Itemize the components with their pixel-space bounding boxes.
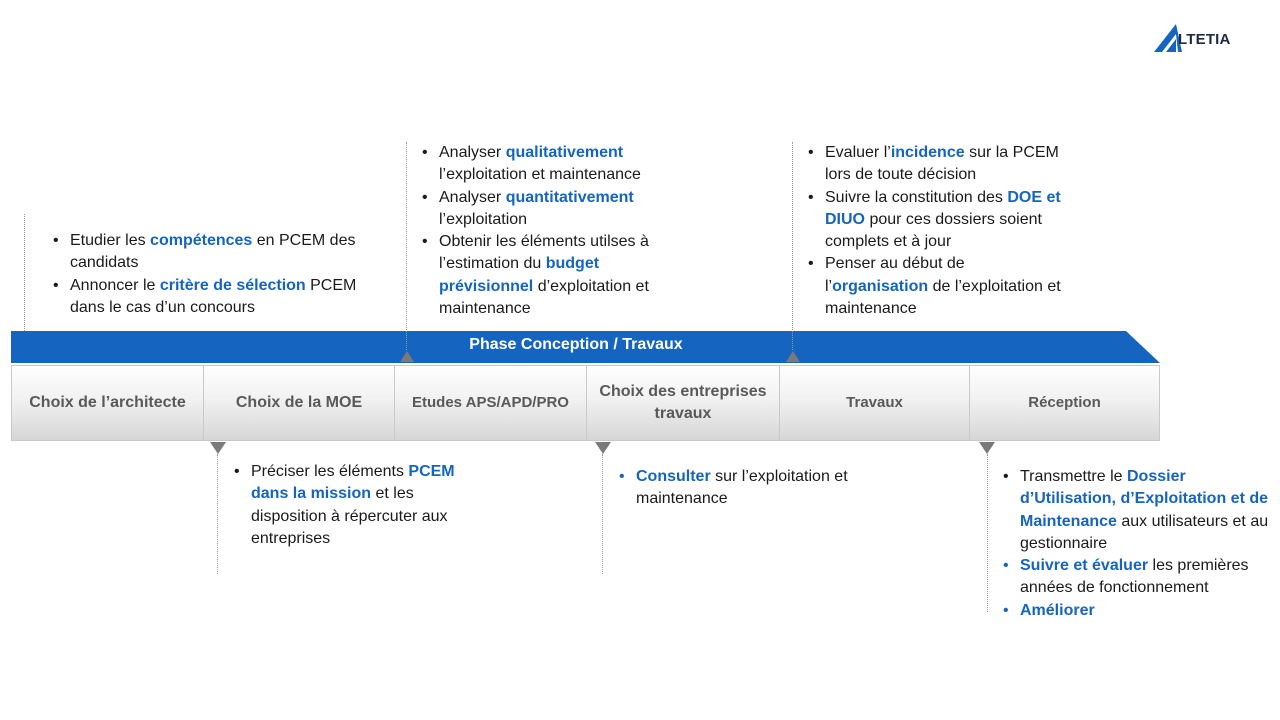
list-item: Etudier les compétences en PCEM des cand… [52,230,372,275]
list-item: Préciser les éléments PCEM dans la missi… [233,461,473,550]
arrow-down-entreprises [595,442,611,454]
notes-reception: Transmettre le Dossier d’Utilisation, d’… [1002,466,1274,622]
connector-line-travaux [792,142,793,350]
arrow-down-moe [210,442,226,454]
stage-choix-entreprises: Choix des entreprises travaux [586,365,780,441]
logo-text: LTETIA [1178,31,1231,48]
notes-moe: Préciser les éléments PCEM dans la missi… [233,461,473,550]
connector-line-architecte [24,214,25,331]
list-item: Transmettre le Dossier d’Utilisation, d’… [1002,466,1274,555]
list-item: Analyser quantitativement l’exploitation [421,187,666,232]
phase-bar-shape [11,331,1160,363]
phase-label: Phase Conception / Travaux [469,336,683,353]
arrow-down-reception [979,442,995,454]
notes-etudes: Analyser qualitativement l’exploitation … [421,142,666,320]
arrow-up-travaux [786,351,800,362]
arrow-up-etudes [400,351,414,362]
list-item: Suivre la constitution des DOE et DIUO p… [807,187,1069,254]
notes-entreprises: Consulter sur l’exploitation et maintena… [618,466,868,511]
stage-travaux: Travaux [779,365,970,441]
stage-choix-architecte: Choix de l’architecte [11,365,204,441]
notes-architecte: Etudier les compétences en PCEM des cand… [52,230,372,319]
list-item: Annoncer le critère de sélection PCEM da… [52,275,372,320]
connector-line-entreprises [602,454,603,574]
list-item: Consulter sur l’exploitation et maintena… [618,466,868,511]
altetia-logo: LTETIA [1152,22,1252,54]
list-item: Améliorer [1002,600,1274,623]
connector-line-moe [217,454,218,574]
stage-choix-moe: Choix de la MOE [203,365,395,441]
list-item: Evaluer l’incidence sur la PCEM lors de … [807,142,1069,187]
notes-travaux: Evaluer l’incidence sur la PCEM lors de … [807,142,1069,320]
list-item: Suivre et évaluer les premières années d… [1002,555,1274,600]
connector-line-etudes [406,142,407,350]
logo-triangle-icon [1154,24,1182,52]
stage-etudes: Etudes APS/APD/PRO [394,365,587,441]
list-item: Penser au début de l’organisation de l’e… [807,253,1069,320]
list-item: Analyser qualitativement l’exploitation … [421,142,666,187]
connector-line-reception [987,454,988,612]
stage-reception: Réception [969,365,1160,441]
list-item: Obtenir les éléments utilses à l’estimat… [421,231,666,320]
